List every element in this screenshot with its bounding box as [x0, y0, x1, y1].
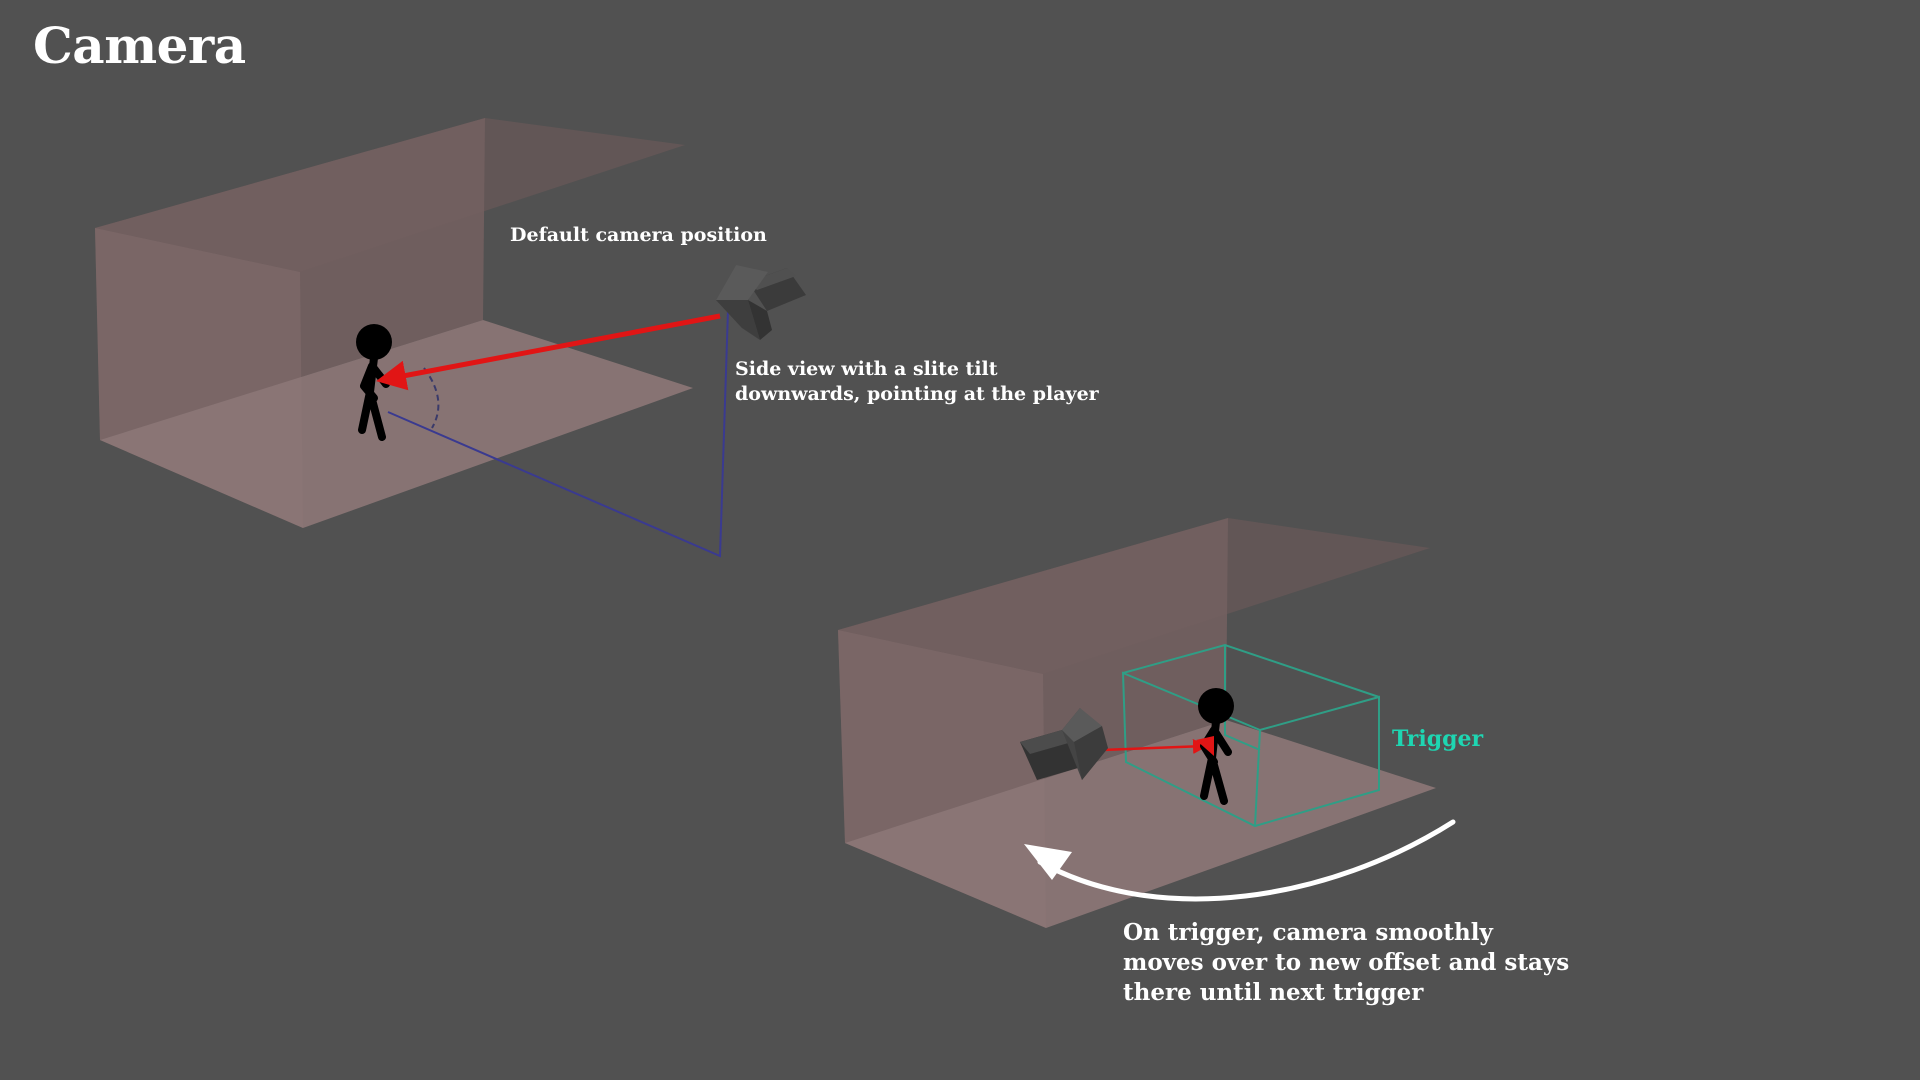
- slide-title: Camera: [33, 16, 246, 75]
- default-scene: Default camera position Side view with a…: [95, 118, 1100, 558]
- default-camera-note-line-1: Side view with a slite tilt: [735, 358, 998, 380]
- camera-icon: [716, 265, 806, 340]
- trigger-volume: [1121, 643, 1380, 828]
- room-1: [95, 118, 693, 528]
- camera-look-arrow: [376, 313, 721, 391]
- trigger-label: Trigger: [1392, 726, 1483, 752]
- trigger-scene: Trigger On trigger, camera smoothly move…: [838, 518, 1569, 1006]
- room-2-floor: [845, 720, 1436, 928]
- camera-2-lens-hood-top: [1062, 708, 1102, 742]
- default-camera-heading: Default camera position: [510, 224, 767, 246]
- trigger-volume-front-edge: [1254, 729, 1261, 827]
- trigger-note-line-3: there until next trigger: [1123, 979, 1424, 1006]
- player-head: [356, 324, 392, 360]
- camera-2-lens-hood-side: [1074, 726, 1108, 780]
- camera-lens-hood-top: [716, 265, 768, 300]
- camera-2-body-top: [1020, 730, 1072, 754]
- tilt-angle-arc: [423, 367, 440, 429]
- player-figure-2: [1196, 688, 1234, 805]
- curved-arrow-icon: [1024, 819, 1456, 902]
- room-1-floor: [100, 320, 693, 528]
- new-camera-look-arrow: [1101, 738, 1208, 754]
- trigger-note-line-1: On trigger, camera smoothly: [1123, 919, 1493, 946]
- trigger-volume-back-edges: [1122, 643, 1380, 751]
- room-2: [838, 518, 1436, 928]
- camera-body-front: [748, 300, 772, 340]
- camera-lens-hood-side: [716, 300, 760, 340]
- trigger-note-line-2: moves over to new offset and stays: [1123, 949, 1569, 976]
- player-2-head: [1198, 688, 1234, 724]
- curved-arrow-shaft: [1037, 819, 1456, 902]
- curved-arrow-head: [1024, 844, 1072, 880]
- default-camera-note-line-2: downwards, pointing at the player: [735, 383, 1100, 405]
- camera-icon-2: [1020, 708, 1108, 780]
- camera-body-top: [748, 268, 796, 290]
- player-2-look-marker: [1196, 736, 1214, 756]
- camera-guide-line: [387, 309, 729, 558]
